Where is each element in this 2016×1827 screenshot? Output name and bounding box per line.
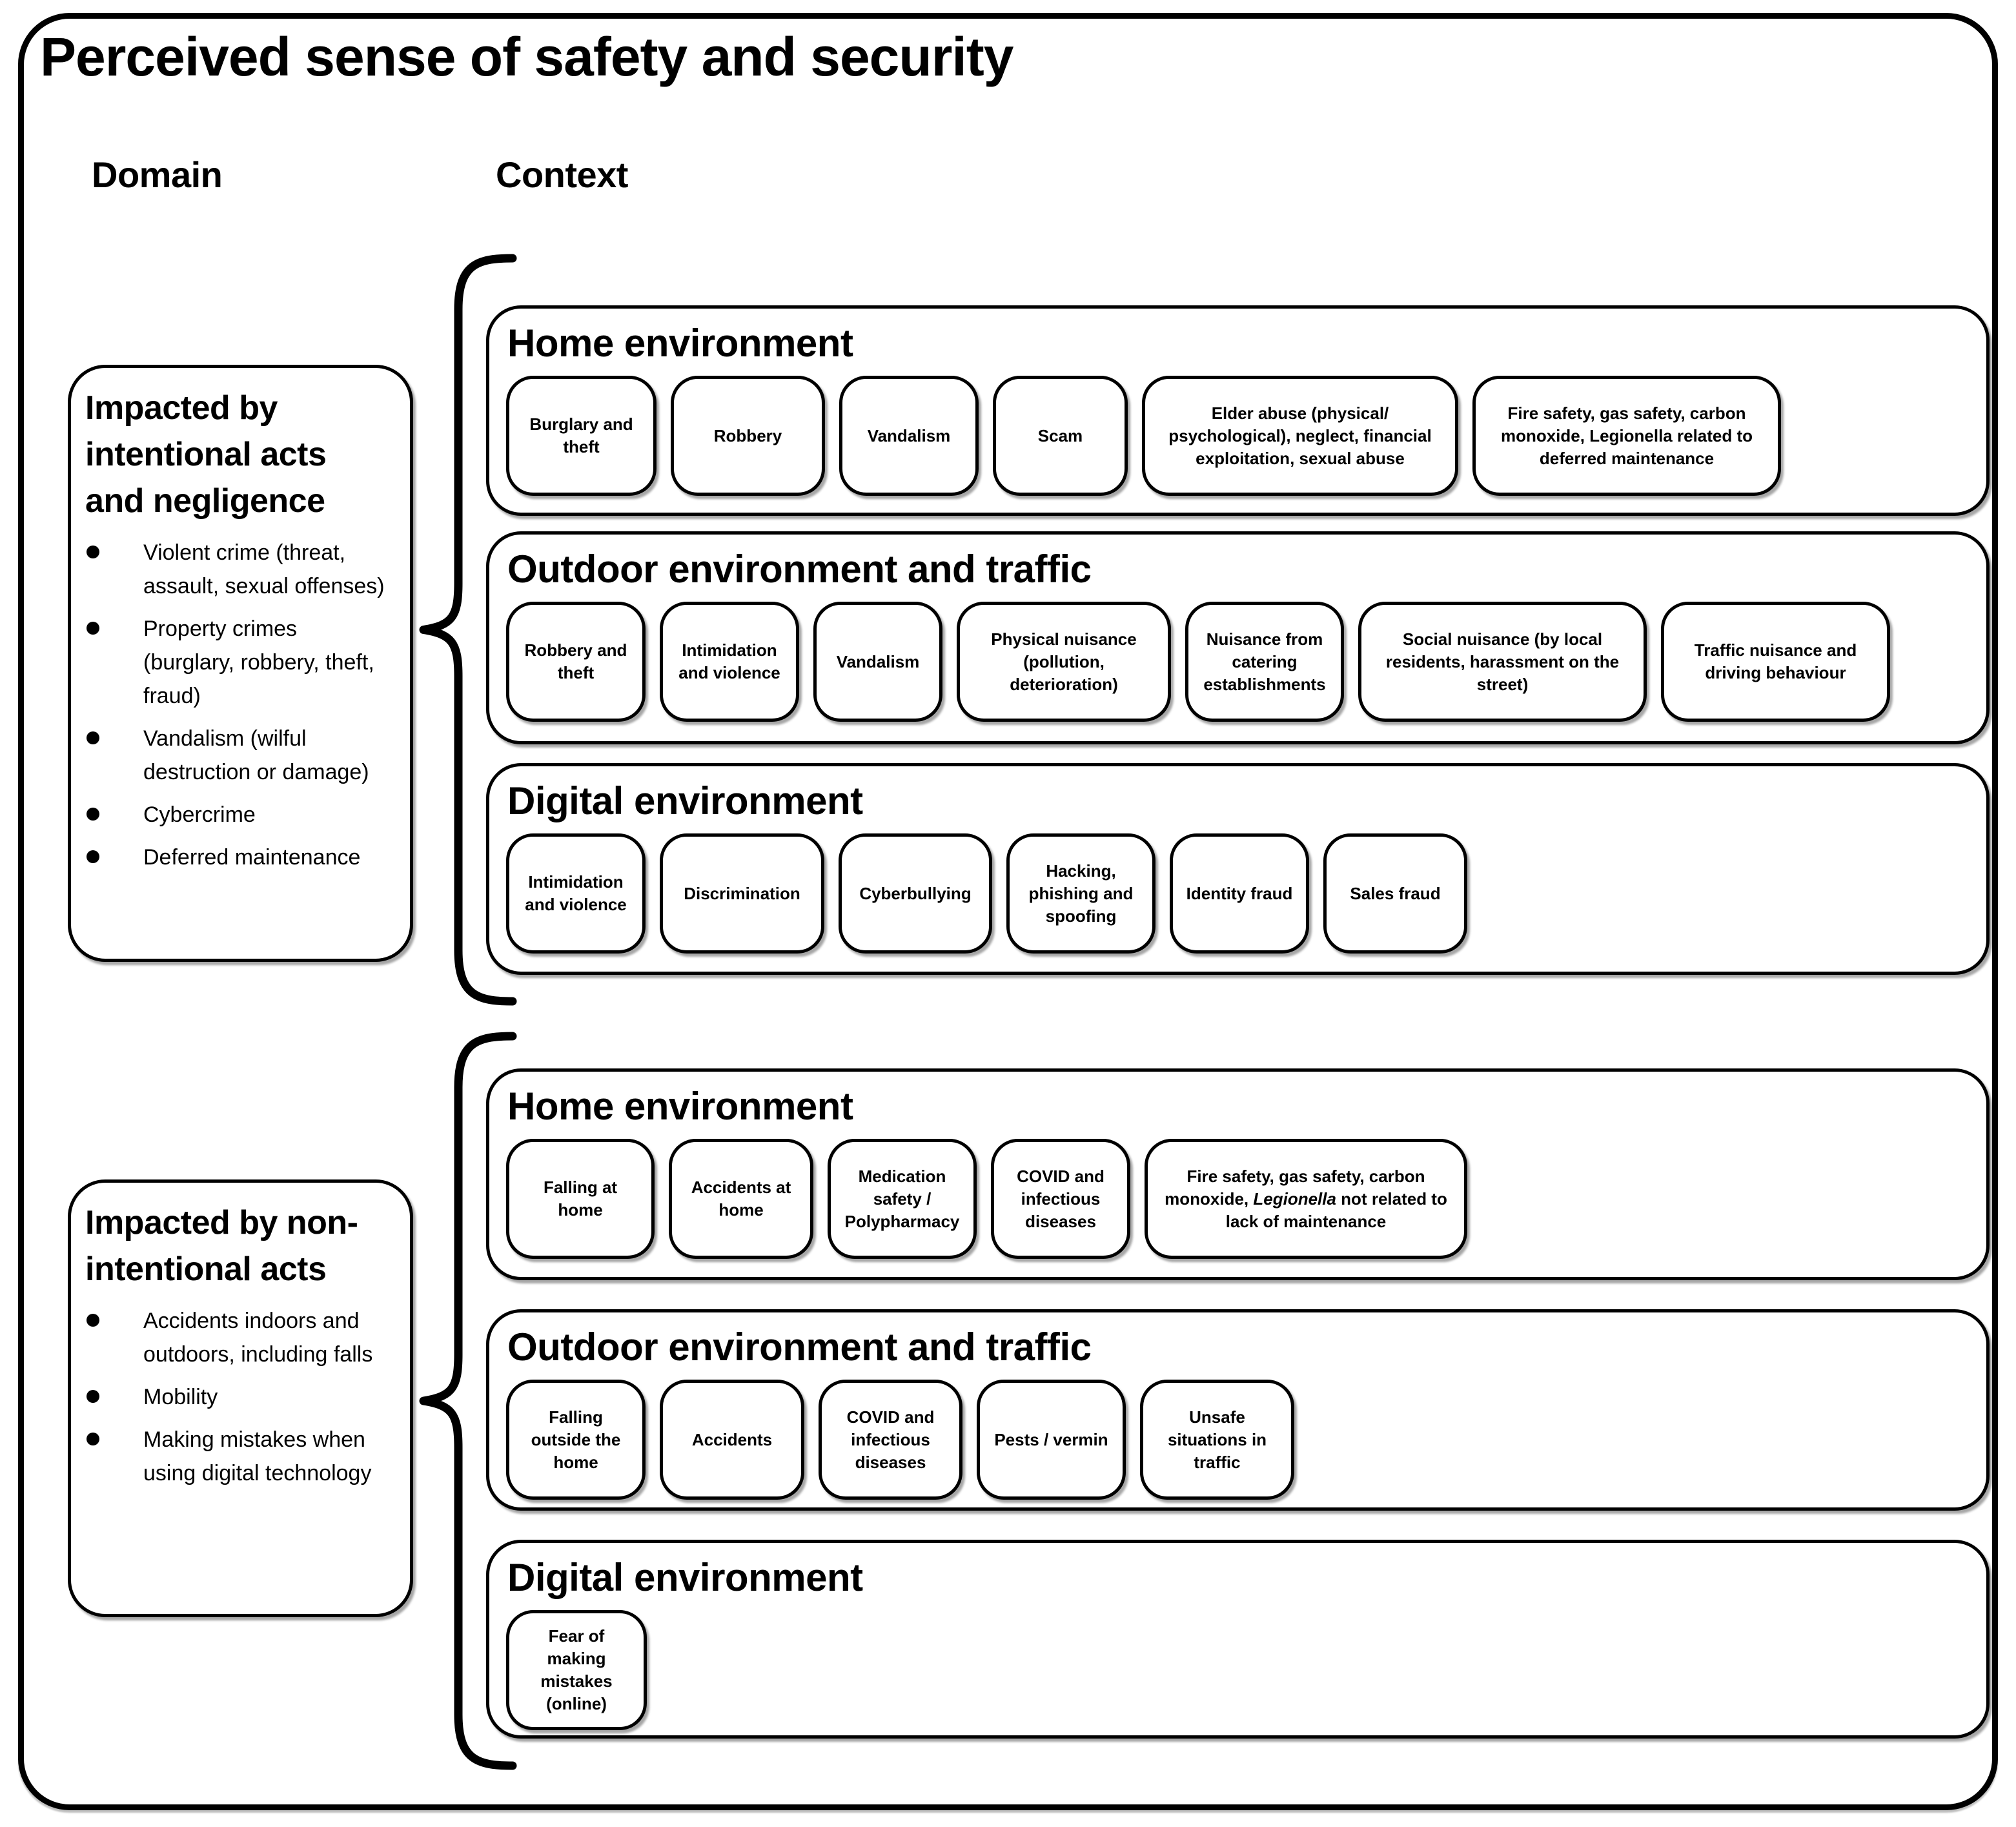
- domain-bullet: Property crimes (burglary, robbery, thef…: [85, 612, 393, 713]
- curly-brace-icon: [419, 1032, 517, 1770]
- domain-bullet-list: Accidents indoors and outdoors, includin…: [85, 1304, 393, 1490]
- context-item-intimidation-and-violence: Intimidation and violence: [506, 833, 646, 954]
- context-section-heading: Outdoor environment and traffic: [507, 547, 1092, 591]
- domain-bullet: Cybercrime: [85, 798, 393, 832]
- context-item-social-nuisance-by-local-residents-haras: Social nuisance (by local residents, har…: [1358, 602, 1647, 722]
- context-section-heading: Outdoor environment and traffic: [507, 1325, 1092, 1369]
- context-item-label: Sales fraud: [1350, 883, 1441, 903]
- context-item-label: Medication safety / Polypharmacy: [844, 1166, 960, 1231]
- context-item-label: Elder abuse (physical/ psychological), n…: [1168, 403, 1432, 468]
- context-item-elder-abuse-physical-psychological-negle: Elder abuse (physical/ psychological), n…: [1142, 376, 1458, 496]
- domain-bullet: Accidents indoors and outdoors, includin…: [85, 1304, 393, 1371]
- domain-title: Impacted by non-intentional acts: [85, 1204, 358, 1288]
- context-item-label: Intimidation and violence: [525, 872, 627, 914]
- context-item-burglary-and-theft: Burglary and theft: [506, 376, 657, 496]
- context-item-label: Hacking, phishing and spoofing: [1028, 861, 1134, 926]
- column-header-domain: Domain: [92, 154, 223, 195]
- domain-box-impacted-by-intentional-acts-and-neglige: Impacted by intentional acts and neglige…: [68, 365, 413, 962]
- context-item-label: Social nuisance (by local residents, har…: [1385, 629, 1620, 694]
- context-item-covid-and-infectious-diseases: COVID and infectious diseases: [819, 1380, 962, 1500]
- context-item-unsafe-situations-in-traffic: Unsafe situations in traffic: [1140, 1380, 1294, 1500]
- context-item-physical-nuisance-pollution-deterioratio: Physical nuisance (pollution, deteriorat…: [957, 602, 1171, 722]
- context-item-label: Vandalism: [836, 651, 920, 671]
- context-item-sales-fraud: Sales fraud: [1323, 833, 1467, 954]
- context-item-row: Burglary and theft Robbery Vandalism Scam El…: [506, 376, 1971, 496]
- column-header-context: Context: [496, 154, 628, 195]
- context-item-pests-vermin: Pests / vermin: [977, 1380, 1126, 1500]
- context-section-heading: Home environment: [507, 322, 853, 365]
- figure-title: Perceived sense of safety and security: [40, 26, 1013, 87]
- domain-bullet: Vandalism (wilful destruction or damage): [85, 722, 393, 789]
- context-item-robbery-and-theft: Robbery and theft: [506, 602, 646, 722]
- domain-bullet-list: Violent crime (threat, assault, sexual o…: [85, 536, 393, 874]
- context-item-vandalism: Vandalism: [839, 376, 979, 496]
- domain-bullet: Making mistakes when using digital techn…: [85, 1423, 393, 1490]
- context-item-falling-outside-the-home: Falling outside the home: [506, 1380, 646, 1500]
- context-section-heading: Digital environment: [507, 1556, 863, 1599]
- curly-brace-icon: [419, 254, 517, 1006]
- context-item-label: Fear of making mistakes (online): [540, 1626, 613, 1713]
- context-item-discrimination: Discrimination: [660, 833, 824, 954]
- context-item-falling-at-home: Falling at home: [506, 1139, 655, 1259]
- context-item-label: Physical nuisance (pollution, deteriorat…: [991, 629, 1137, 694]
- context-item-medication-safety-polypharmacy: Medication safety / Polypharmacy: [828, 1139, 977, 1259]
- context-item-hacking-phishing-and-spoofing: Hacking, phishing and spoofing: [1006, 833, 1156, 954]
- domain-bullet: Mobility: [85, 1380, 393, 1414]
- context-item-label: COVID and infectious diseases: [1017, 1166, 1105, 1231]
- context-item-label: Nuisance from catering establishments: [1203, 629, 1326, 694]
- context-item-label: Traffic nuisance and driving behaviour: [1694, 640, 1857, 682]
- context-item-cyberbullying: Cyberbullying: [839, 833, 992, 954]
- context-item-intimidation-and-violence: Intimidation and violence: [660, 602, 799, 722]
- context-section-heading: Digital environment: [507, 779, 863, 822]
- domain-title: Impacted by intentional acts and neglige…: [85, 389, 327, 520]
- context-item-label: Intimidation and violence: [678, 640, 780, 682]
- domain-bullet: Violent crime (threat, assault, sexual o…: [85, 536, 393, 603]
- context-item-covid-and-infectious-diseases: COVID and infectious diseases: [991, 1139, 1130, 1259]
- context-item-robbery: Robbery: [671, 376, 825, 496]
- context-item-accidents: Accidents: [660, 1380, 804, 1500]
- context-item-row: Falling at home Accidents at home Medicati…: [506, 1139, 1971, 1259]
- context-section-heading: Home environment: [507, 1085, 853, 1128]
- context-item-accidents-at-home: Accidents at home: [669, 1139, 813, 1259]
- context-item-label: Accidents at home: [691, 1178, 791, 1220]
- context-item-fire-safety-gas-safety-carbon-monoxide-l: Fire safety, gas safety, carbon monoxide…: [1472, 376, 1781, 496]
- domain-bullet: Deferred maintenance: [85, 841, 393, 874]
- context-item-scam: Scam: [993, 376, 1128, 496]
- context-item-label: Pests / vermin: [994, 1429, 1108, 1449]
- context-item-fire-safety-gas-safety-carbon-monoxide-l: Fire safety, gas safety, carbon monoxide…: [1145, 1139, 1467, 1259]
- context-item-row: Fear of making mistakes (online): [506, 1610, 1971, 1730]
- context-item-row: Intimidation and violence Discrimination C…: [506, 833, 1971, 954]
- context-item-label: Robbery and theft: [524, 640, 627, 682]
- context-item-label: Unsafe situations in traffic: [1167, 1407, 1267, 1472]
- context-item-label: Scam: [1037, 425, 1083, 445]
- context-item-row: Robbery and theft Intimidation and violen…: [506, 602, 1971, 722]
- context-item-row: Falling outside the home Accidents COVID a…: [506, 1380, 1971, 1500]
- context-item-label: Falling outside the home: [531, 1407, 621, 1472]
- context-item-label: Falling at home: [543, 1178, 618, 1220]
- context-item-label: Accidents: [691, 1429, 773, 1449]
- context-item-identity-fraud: Identity fraud: [1170, 833, 1309, 954]
- context-item-label: Discrimination: [684, 883, 800, 903]
- context-item-label: Fire safety, gas safety, carbon monoxide…: [1165, 1166, 1447, 1231]
- context-item-label: Cyberbullying: [859, 883, 972, 903]
- context-item-label: Fire safety, gas safety, carbon monoxide…: [1500, 403, 1753, 468]
- context-item-label: Burglary and theft: [529, 414, 633, 456]
- context-item-traffic-nuisance-and-driving-behaviour: Traffic nuisance and driving behaviour: [1661, 602, 1890, 722]
- context-item-fear-of-making-mistakes-online: Fear of making mistakes (online): [506, 1610, 647, 1730]
- context-item-nuisance-from-catering-establishments: Nuisance from catering establishments: [1185, 602, 1344, 722]
- context-item-label: Vandalism: [867, 425, 951, 445]
- context-item-label: Robbery: [713, 425, 782, 445]
- context-item-vandalism: Vandalism: [813, 602, 942, 722]
- context-item-label: COVID and infectious diseases: [846, 1407, 935, 1472]
- context-item-label: Identity fraud: [1186, 883, 1293, 903]
